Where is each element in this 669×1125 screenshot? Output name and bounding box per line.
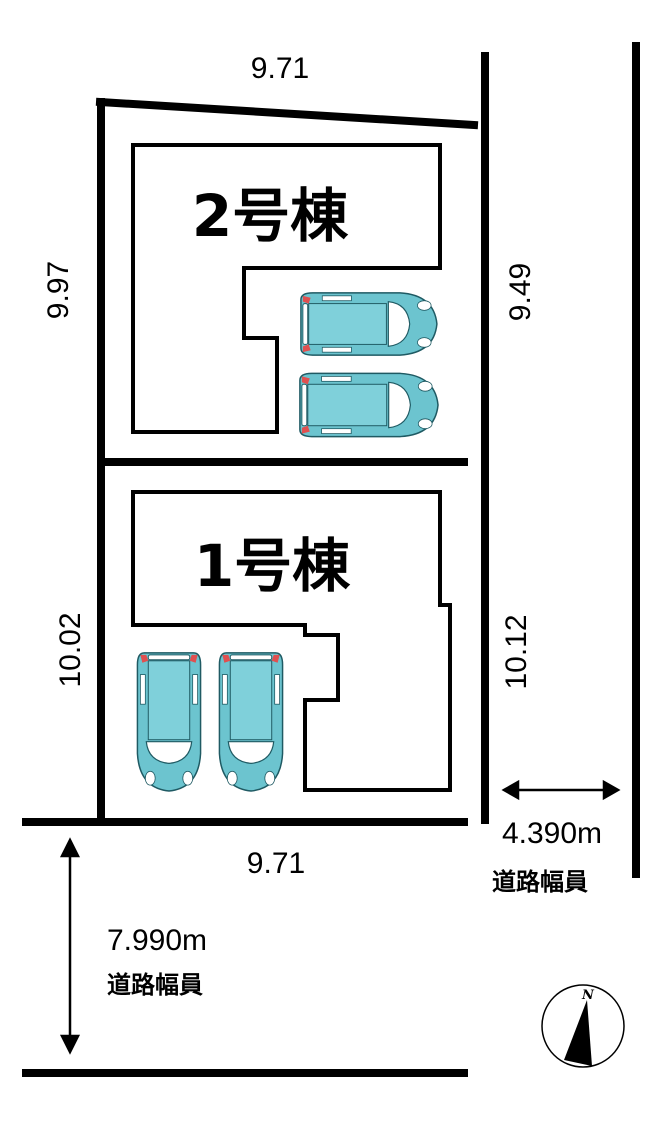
car-icon <box>300 292 438 356</box>
north-compass-icon: N <box>541 984 625 1068</box>
car-icon <box>218 652 284 792</box>
side-road-arrow <box>501 779 621 801</box>
side-road-width: 4.390m <box>502 817 602 850</box>
front-road-label: 道路幅員 <box>107 971 203 999</box>
left-upper-length-label: 9.97 <box>42 261 75 319</box>
right-lower-length-label: 10.12 <box>500 614 533 689</box>
front-road-width: 7.990m <box>107 924 207 957</box>
bottom-length-label: 9.71 <box>247 847 305 880</box>
building-1-outline <box>131 490 452 792</box>
side-road-label: 道路幅員 <box>492 868 588 896</box>
car-icon <box>136 652 202 792</box>
top-length-label: 9.71 <box>251 52 309 85</box>
left-lower-length-label: 10.02 <box>54 612 87 687</box>
front-road-arrow <box>59 837 81 1055</box>
right-upper-length-label: 9.49 <box>504 263 537 321</box>
compass-north-label: N <box>581 988 595 1003</box>
car-icon <box>299 372 439 438</box>
building-1-label: 1号棟 <box>194 532 351 600</box>
top-boundary <box>95 97 479 130</box>
building-2-outline <box>131 143 442 434</box>
building-2-label: 2号棟 <box>192 182 349 250</box>
